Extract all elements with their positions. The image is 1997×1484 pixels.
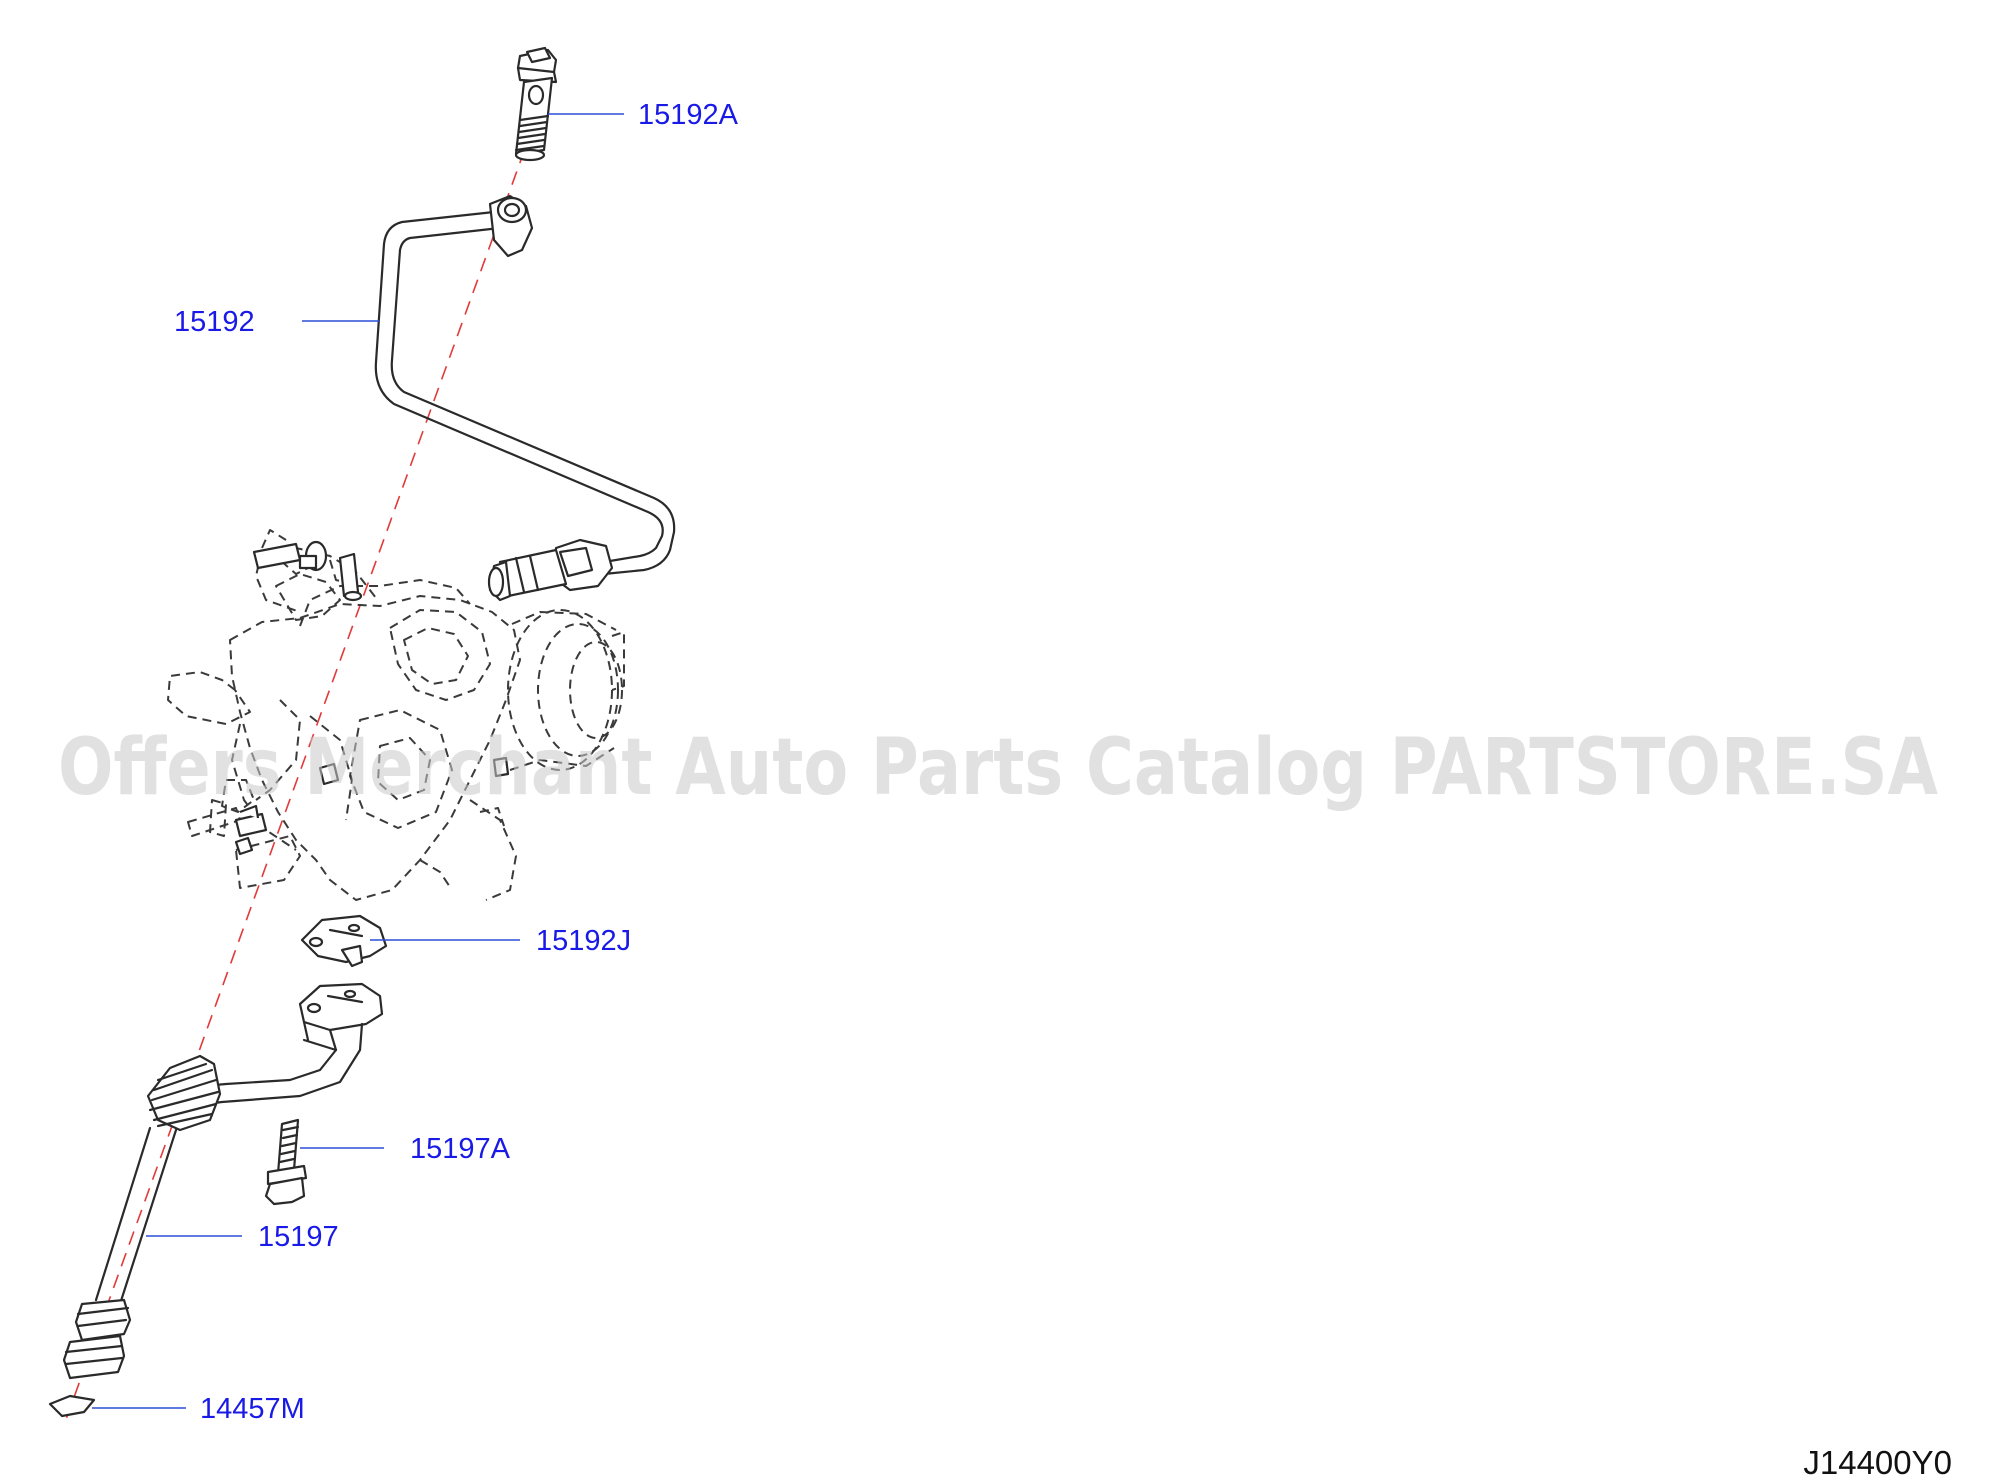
housing-fittings <box>234 540 510 856</box>
assembly-axis <box>63 84 549 1426</box>
gasket-15192J <box>300 914 388 968</box>
oil-feed-tube-15192 <box>374 194 676 602</box>
gasket-ring-14457M <box>48 1394 96 1418</box>
callout-15197: 15197 <box>258 1221 339 1253</box>
oil-drain-tube-15197 <box>62 982 384 1380</box>
watermark-text: Offers Merchant Auto Parts Catalog PARTS… <box>58 723 1938 813</box>
callout-15192A: 15192A <box>638 99 739 131</box>
callout-15192J: 15192J <box>536 925 631 957</box>
callout-15192: 15192 <box>174 306 255 338</box>
callout-15197A: 15197A <box>410 1133 511 1165</box>
callout-14457M: 14457M <box>200 1393 305 1425</box>
leader-lines <box>92 113 624 1409</box>
bolt-15197A <box>264 1118 308 1206</box>
banjo-bolt-15192A <box>514 46 558 162</box>
diagram-ref-code: J14400Y0 <box>1803 1444 1952 1481</box>
